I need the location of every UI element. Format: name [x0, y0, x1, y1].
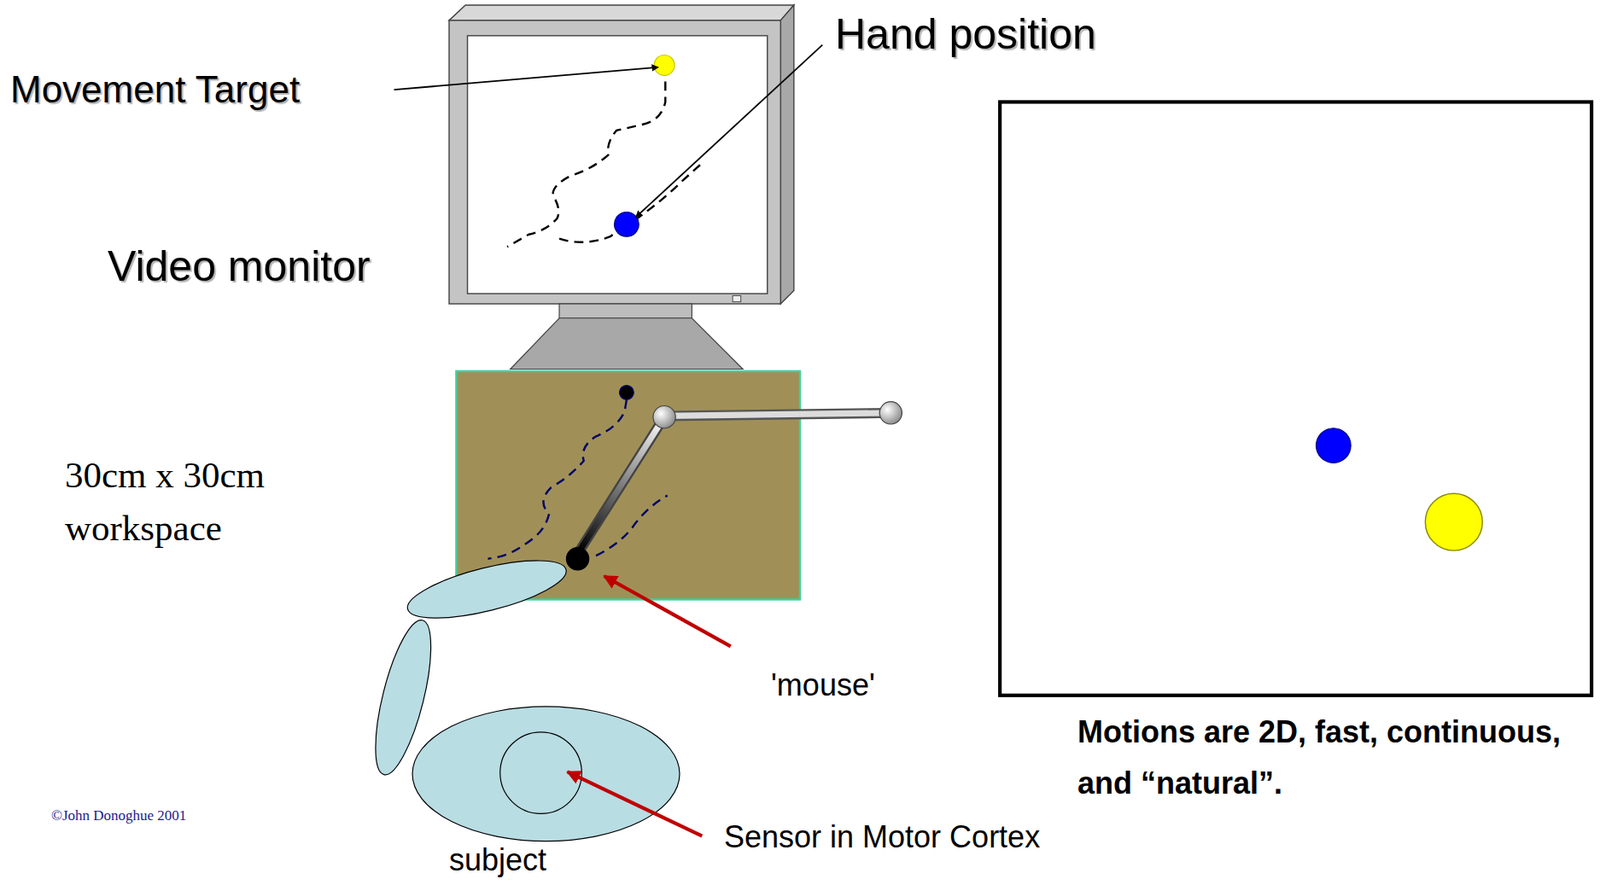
callout-label: Movement Target [10, 68, 300, 112]
target-mark [619, 385, 635, 401]
monitor-neck [559, 303, 692, 319]
screen-trajectory [634, 163, 702, 221]
video-monitor [449, 5, 795, 370]
dimension-label: 30cm x 30cm workspace [64, 449, 347, 555]
callout-label: Sensor in Motor Cortex [724, 819, 1040, 855]
monitor-stand [510, 318, 743, 370]
mouse-handle [566, 548, 589, 571]
hand-cursor [1316, 428, 1352, 464]
leader-arrow [394, 67, 659, 90]
hand-trajectory [487, 399, 626, 559]
hand-cursor [614, 211, 640, 237]
movement-target [1424, 493, 1483, 551]
leader-arrow [636, 45, 824, 218]
monitor-screen [467, 35, 768, 294]
pointer-arrow [604, 576, 731, 647]
caption-note: Motions are 2D, fast, continuous, and “n… [1077, 706, 1582, 810]
monitor-top-bevel [449, 5, 795, 21]
monitor-frame [449, 20, 781, 304]
movement-target [654, 55, 675, 76]
callout-label: 'mouse' [770, 667, 876, 703]
screen-trajectory [559, 230, 619, 243]
copyright-note: ©John Donoghue 2001 [51, 807, 187, 825]
manipulandum [566, 402, 902, 571]
task-panel [999, 101, 1592, 695]
component-label: subject [449, 843, 547, 878]
monitor-side-bevel [780, 5, 795, 304]
pointer-arrow [567, 771, 703, 836]
callout-label: Hand position [835, 10, 1097, 60]
screen-trajectory [507, 81, 666, 248]
power-button [732, 295, 742, 302]
component-label: Video monitor [107, 242, 371, 292]
